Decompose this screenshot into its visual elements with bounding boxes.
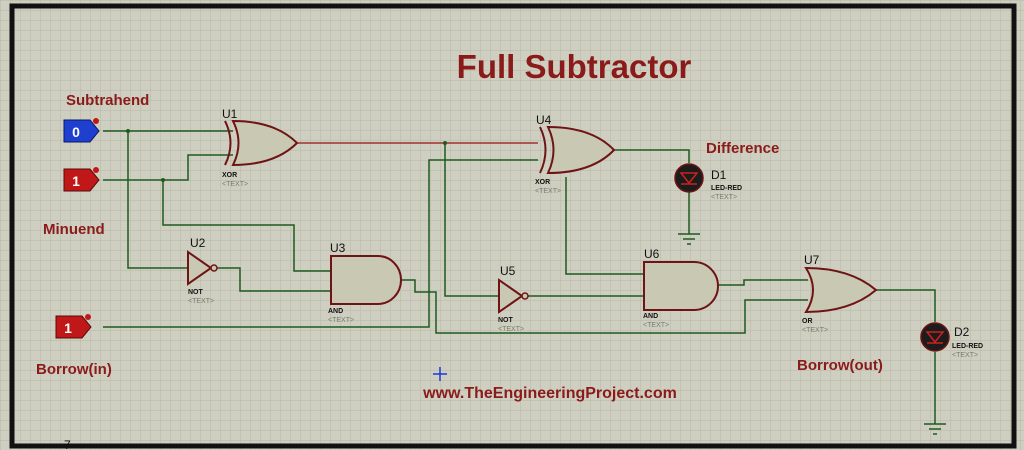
gate-u2-not[interactable]: U2 NOT <TEXT>	[187, 236, 218, 305]
gate-u6-and[interactable]: U6 AND <TEXT>	[643, 247, 719, 329]
gate-type: NOT	[498, 317, 514, 324]
gate-type: AND	[328, 308, 343, 315]
gate-ref: U4	[536, 113, 552, 127]
gate-type: XOR	[535, 179, 550, 186]
diode-icon	[679, 172, 699, 185]
junctions	[126, 129, 447, 182]
input-value: 1	[72, 173, 80, 189]
wires	[103, 130, 936, 424]
gate-u1-xor[interactable]: U1 XOR <TEXT>	[222, 107, 299, 188]
website-label: www.TheEngineeringProject.com	[422, 385, 677, 402]
gate-u3-and[interactable]: U3 AND <TEXT>	[328, 241, 402, 324]
led-d1[interactable]: D1 LED-RED <TEXT>	[674, 163, 742, 201]
gate-u4-xor[interactable]: U4 XOR <TEXT>	[535, 113, 616, 195]
led-type: LED-RED	[711, 185, 742, 192]
gate-ref: U7	[804, 253, 820, 267]
gate-text: <TEXT>	[535, 188, 561, 195]
led-text: <TEXT>	[711, 194, 737, 201]
gate-type: NOT	[188, 289, 204, 296]
gate-u7-or[interactable]: U7 OR <TEXT>	[802, 253, 878, 334]
gate-text: <TEXT>	[802, 327, 828, 334]
gate-ref: U2	[190, 236, 206, 250]
pin-icon	[85, 314, 91, 320]
gate-type: XOR	[222, 172, 237, 179]
gate-ref: U3	[330, 241, 346, 255]
ground-icon	[924, 423, 946, 435]
label-subtrahend: Subtrahend	[66, 92, 149, 109]
gate-text: <TEXT>	[188, 298, 214, 305]
ground-icon	[678, 233, 700, 245]
gate-type: AND	[643, 313, 658, 320]
input-subtrahend[interactable]: 0	[63, 118, 100, 143]
gate-type: OR	[802, 318, 813, 325]
led-text: <TEXT>	[952, 352, 978, 359]
input-borrow-in[interactable]: 1	[55, 314, 92, 339]
sheet-border	[9, 3, 1017, 449]
led-ref: D2	[954, 325, 970, 339]
diode-icon	[925, 331, 945, 344]
crosshair-icon	[433, 367, 447, 381]
input-minuend[interactable]: 1	[63, 167, 100, 192]
gate-text: <TEXT>	[498, 326, 524, 333]
input-value: 1	[64, 320, 72, 336]
led-d2[interactable]: D2 LED-RED <TEXT>	[920, 322, 983, 359]
led-type: LED-RED	[952, 343, 983, 350]
gate-ref: U1	[222, 107, 238, 121]
gate-text: <TEXT>	[222, 181, 248, 188]
diagram-title: Full Subtractor	[457, 48, 692, 85]
label-borrow-out: Borrow(out)	[797, 357, 883, 374]
gate-text: <TEXT>	[643, 322, 669, 329]
gate-u5-not[interactable]: U5 NOT <TEXT>	[498, 264, 529, 333]
pin-icon	[93, 167, 99, 173]
corner-mark: 7	[64, 438, 71, 450]
label-difference: Difference	[706, 140, 779, 157]
gate-ref: U5	[500, 264, 516, 278]
gate-text: <TEXT>	[328, 317, 354, 324]
gate-ref: U6	[644, 247, 660, 261]
input-value: 0	[72, 124, 80, 140]
label-borrow-in: Borrow(in)	[36, 361, 112, 378]
label-minuend: Minuend	[43, 221, 105, 238]
led-ref: D1	[711, 168, 727, 182]
pin-icon	[93, 118, 99, 124]
